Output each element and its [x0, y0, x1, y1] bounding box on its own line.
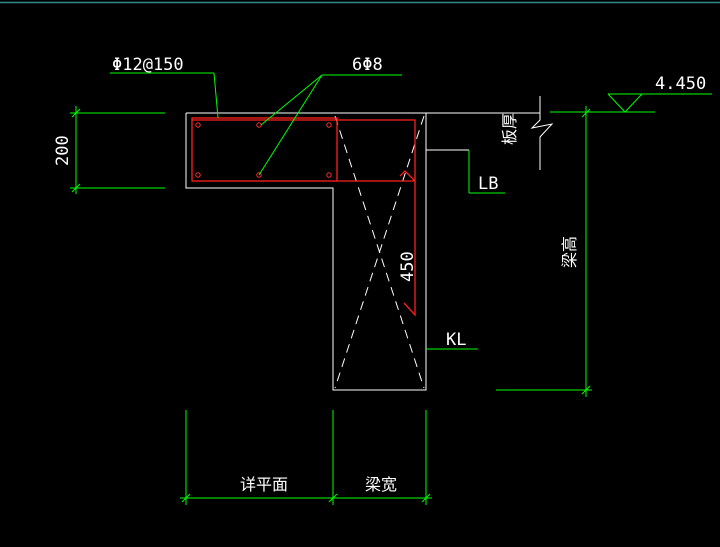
beam-code-label: KL [446, 330, 466, 350]
rebar-cage [191, 117, 416, 317]
bottom-dimension-chain [180, 410, 432, 505]
elevation-marker [550, 93, 712, 113]
beam-cross-hatch [334, 115, 425, 389]
slab-thickness-value: 200 [53, 135, 73, 166]
slab-rebar-label: Φ12@150 [112, 55, 184, 75]
elevation-value: 4.450 [655, 74, 706, 94]
slab-code-leader [468, 150, 505, 194]
slab-code-label: LB [478, 174, 498, 194]
slab-thickness-label: 板厚 [500, 113, 519, 145]
beam-depth-label: 梁高 [560, 236, 579, 268]
slab-thickness-dimension [70, 106, 165, 194]
beam-depth-dimension [496, 106, 592, 397]
beam-rebar-label: 6Φ8 [352, 55, 383, 75]
slab-rebar-leader [110, 72, 219, 119]
beam-depth-value: 450 [398, 251, 418, 282]
beam-rebar-leader [258, 74, 402, 176]
section-outline [185, 96, 554, 391]
beam-width-label: 梁宽 [365, 475, 397, 494]
detail-plan-label: 详平面 [240, 475, 288, 494]
